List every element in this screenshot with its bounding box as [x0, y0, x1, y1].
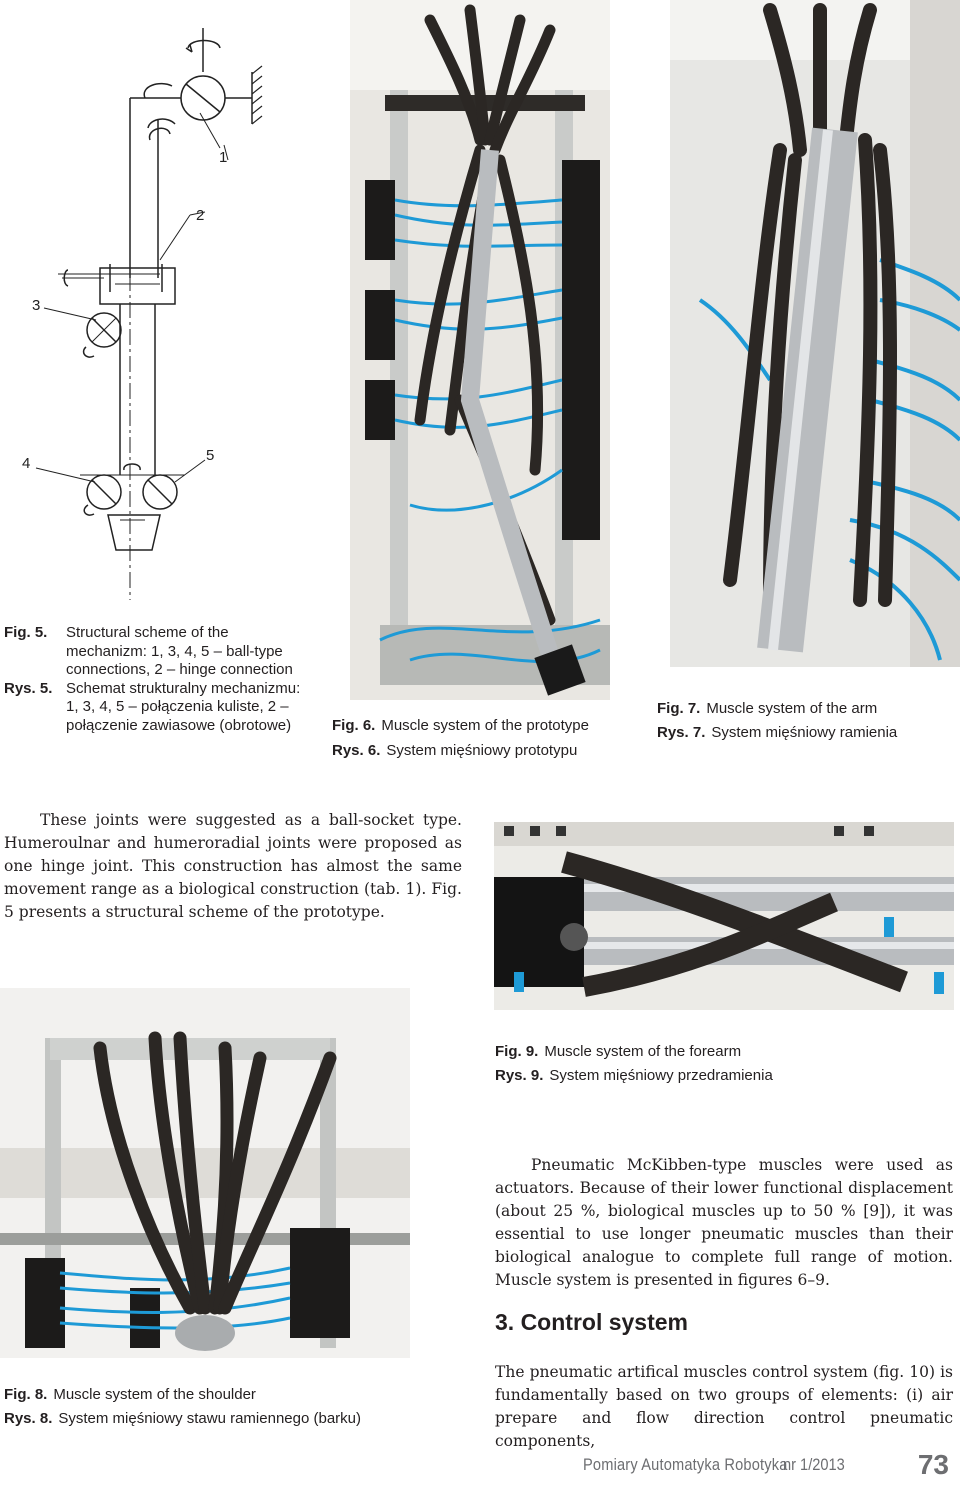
fig6-label-en: Fig. 6.	[332, 717, 376, 734]
fig6-label-pl: Rys. 6.	[332, 742, 381, 759]
fig8-text-en: Muscle system of the shoulder	[53, 1386, 256, 1403]
fig5-text-en: Structural scheme of the mechanizm: 1, 3…	[66, 624, 293, 678]
fig5-drawing: 1 2 3 4 5	[22, 28, 263, 600]
fig5-caption: Fig. 5. Structural scheme of the mechani…	[4, 624, 306, 735]
paragraph-control-text: The pneumatic artifical muscles control …	[495, 1363, 953, 1450]
fig7-caption: Fig. 7. Muscle system of the arm Rys. 7. S…	[657, 697, 957, 745]
fig5-text-pl: Schemat strukturalny mechanizmu: 1, 3, 4…	[66, 679, 301, 734]
fig5-callout-5: 5	[206, 447, 214, 464]
journal-issue: nr 1/2013	[782, 1455, 845, 1474]
fig5-callout-1: 1	[219, 149, 227, 166]
fig5-callout-4: 4	[22, 455, 30, 472]
fig7-photo	[670, 0, 960, 667]
fig9-text-en: Muscle system of the forearm	[544, 1043, 742, 1060]
fig5-label-en: Fig. 5.	[4, 624, 48, 641]
fig9-caption: Fig. 9. Muscle system of the forearm Rys.…	[495, 1040, 795, 1088]
fig5-callout-3: 3	[32, 297, 40, 314]
fig8-label-en: Fig. 8.	[4, 1386, 48, 1403]
fig7-text-pl: System mięśniowy ramienia	[711, 724, 898, 741]
fig6-text-en: Muscle system of the prototype	[381, 717, 589, 734]
paragraph-joints: These joints were suggested as a ball-so…	[4, 809, 462, 924]
fig8-caption: Fig. 8. Muscle system of the shoulder Rys…	[4, 1383, 424, 1431]
fig8-label-pl: Rys. 8.	[4, 1410, 53, 1427]
fig5-structural-scheme: 1 2 3 4 5	[0, 0, 300, 600]
fig9-photo	[494, 822, 954, 1010]
section-heading: 3. Control system	[495, 1309, 688, 1335]
fig8-text-pl: System mięśniowy stawu ramiennego (barku…	[58, 1410, 361, 1427]
paragraph-muscles: Pneumatic McKibben-type muscles were use…	[495, 1154, 953, 1292]
fig6-photo	[350, 0, 610, 700]
fig9-label-en: Fig. 9.	[495, 1043, 539, 1060]
fig9-label-pl: Rys. 9.	[495, 1067, 544, 1084]
fig7-label-en: Fig. 7.	[657, 700, 701, 717]
fig9-text-pl: System mięśniowy przedramienia	[549, 1067, 773, 1084]
paragraph-joints-text: These joints were suggested as a ball-so…	[4, 811, 462, 921]
fig6-text-pl: System mięśniowy prototypu	[386, 742, 578, 759]
paragraph-control: The pneumatic artifical muscles control …	[495, 1361, 953, 1453]
paragraph-muscles-text: Pneumatic McKibben-type muscles were use…	[495, 1156, 953, 1289]
journal-name: Pomiary Automatyka Robotyka	[583, 1455, 788, 1474]
fig7-text-en: Muscle system of the arm	[706, 700, 878, 717]
fig7-label-pl: Rys. 7.	[657, 724, 706, 741]
fig6-caption: Fig. 6. Muscle system of the prototype Ry…	[332, 713, 632, 763]
page-footer: Pomiary Automatyka Robotyka nr 1/2013 73	[583, 1449, 953, 1485]
fig8-photo	[0, 988, 410, 1358]
page-number: 73	[917, 1449, 949, 1480]
fig5-callout-2: 2	[196, 207, 204, 224]
fig5-label-pl: Rys. 5.	[4, 679, 53, 697]
